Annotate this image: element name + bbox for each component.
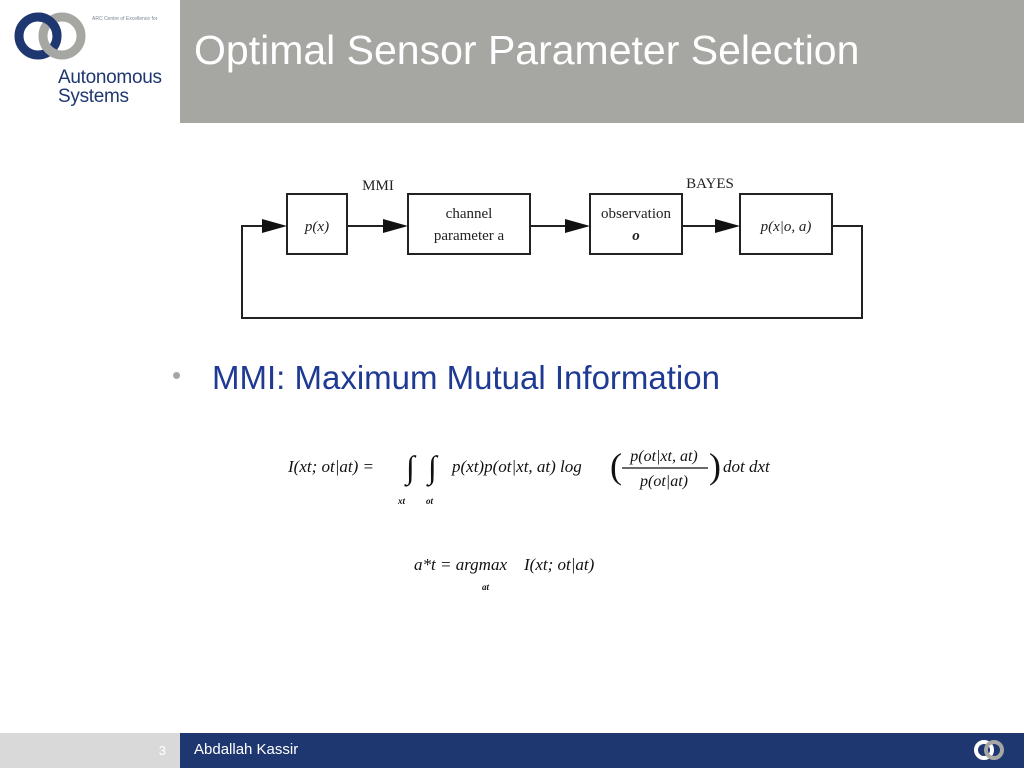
eq1-sub-x: xt — [397, 496, 406, 506]
eq1-denominator: p(ot|at) — [639, 473, 688, 490]
eq1-paren-close: ) — [709, 446, 721, 486]
eq1-tail: dot dxt — [723, 457, 771, 476]
block-diagram: MMI BAYES p(x) channel parameter a obser… — [241, 176, 863, 319]
box-observation — [589, 193, 683, 255]
label-bayes: BAYES — [686, 176, 734, 192]
eq2-lhs: a*t = argmax — [414, 555, 507, 574]
bullet-text: MMI: Maximum Mutual Information — [212, 359, 720, 396]
eq2-sub: at — [482, 582, 490, 592]
title-bar: Optimal Sensor Parameter Selection — [180, 0, 1024, 123]
arrowhead-into-channel — [383, 219, 408, 233]
box3-text-line1: observation — [601, 206, 671, 222]
equation-argmax: a*t = argmax at I(xt; ot|at) — [414, 555, 595, 592]
eq1-integrand: p(xt)p(ot|xt, at) log — [451, 457, 582, 476]
author-name: Abdallah Kassir — [194, 741, 299, 758]
label-mmi: MMI — [362, 178, 394, 194]
box1-text: p(x) — [304, 219, 329, 235]
eq1-lhs: I(xt; ot|at) = — [288, 457, 374, 476]
eq1-numerator: p(ot|xt, at) — [629, 448, 698, 465]
box-channel-parameter — [407, 193, 531, 255]
logo-word-autonomous: Autonomous — [58, 67, 162, 88]
feedback-loop-line — [241, 225, 863, 319]
equation-mutual-information: I(xt; ot|at) = ∫ ∫ xt ot p(xt)p(ot|xt, a… — [288, 446, 771, 506]
integral-sign-2: ∫ — [426, 449, 439, 487]
footer-bar: Abdallah Kassir — [180, 733, 1024, 768]
footer-left: 3 — [0, 733, 180, 768]
box-prior — [286, 193, 348, 255]
box4-text: p(x|o, a) — [760, 219, 812, 235]
box2-text-line2: parameter a — [434, 228, 505, 244]
eq1-paren-open: ( — [610, 446, 622, 486]
arrowhead-into-observation — [565, 219, 590, 233]
eq2-rhs: I(xt; ot|at) — [523, 555, 595, 574]
logo-word-systems: Systems — [58, 86, 129, 107]
integral-sign-1: ∫ — [404, 449, 417, 487]
arrowhead-into-posterior — [715, 219, 740, 233]
bullet-dot: • — [172, 360, 182, 390]
slide-title: Optimal Sensor Parameter Selection — [194, 27, 860, 73]
box3-text-line2: o — [632, 228, 640, 244]
footer-logo-icon — [974, 740, 1004, 760]
logo-panel: ARC Centre of Excellence for Autonomous … — [0, 0, 180, 123]
page-number: 3 — [158, 743, 166, 758]
box-posterior — [739, 193, 833, 255]
logo-small-text: ARC Centre of Excellence for — [92, 16, 158, 22]
arrowhead-into-prior — [262, 219, 287, 233]
box2-text-line1: channel — [446, 206, 493, 222]
logo-icon — [14, 12, 86, 60]
eq1-sub-o: ot — [426, 496, 434, 506]
